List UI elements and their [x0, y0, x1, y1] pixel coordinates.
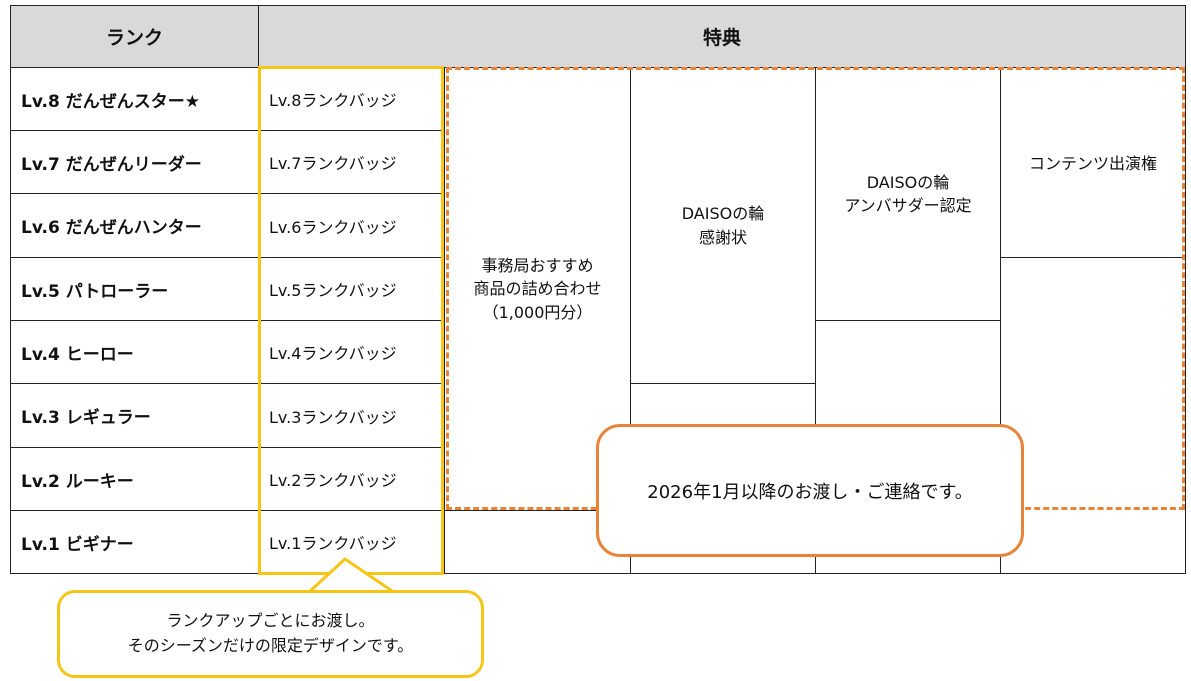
- delivery-callout: 2026年1月以降のお渡し・ご連絡です。: [596, 424, 1024, 557]
- rank-badge: Lv.7ランクバッジ: [258, 130, 445, 194]
- rank-name: Lv.4 ヒーロー: [10, 320, 259, 384]
- rank-badge: Lv.6ランクバッジ: [258, 193, 445, 258]
- rank-badge: Lv.2ランクバッジ: [258, 447, 445, 511]
- benefit-thanks: DAISOの輪 感謝状: [630, 67, 816, 384]
- rank-badge: Lv.4ランクバッジ: [258, 320, 445, 384]
- rank-badge: Lv.3ランクバッジ: [258, 383, 445, 448]
- badge-callout: ランクアップごとにお渡し。 そのシーズンだけの限定デザインです。: [57, 590, 484, 678]
- rank-name: Lv.7 だんぜんリーダー: [10, 130, 259, 194]
- empty-cell: [1000, 257, 1186, 574]
- rank-badge: Lv.1ランクバッジ: [258, 510, 445, 574]
- rank-badge: Lv.8ランクバッジ: [258, 67, 445, 131]
- rank-name: Lv.1 ビギナー: [10, 510, 259, 574]
- benefit-contents: コンテンツ出演権: [1000, 67, 1186, 258]
- rank-name: Lv.8 だんぜんスター★: [10, 67, 259, 131]
- benefit-ambassador: DAISOの輪 アンバサダー認定: [815, 67, 1001, 321]
- header-rank: ランク: [10, 5, 259, 68]
- rank-badge: Lv.5ランクバッジ: [258, 257, 445, 321]
- rank-name: Lv.5 パトローラー: [10, 257, 259, 321]
- rank-name: Lv.2 ルーキー: [10, 447, 259, 511]
- header-benefit: 特典: [258, 5, 1186, 68]
- rank-name: Lv.6 だんぜんハンター: [10, 193, 259, 258]
- benefit-goods: 事務局おすすめ 商品の詰め合わせ （1,000円分）: [444, 67, 631, 511]
- rank-name: Lv.3 レギュラー: [10, 383, 259, 448]
